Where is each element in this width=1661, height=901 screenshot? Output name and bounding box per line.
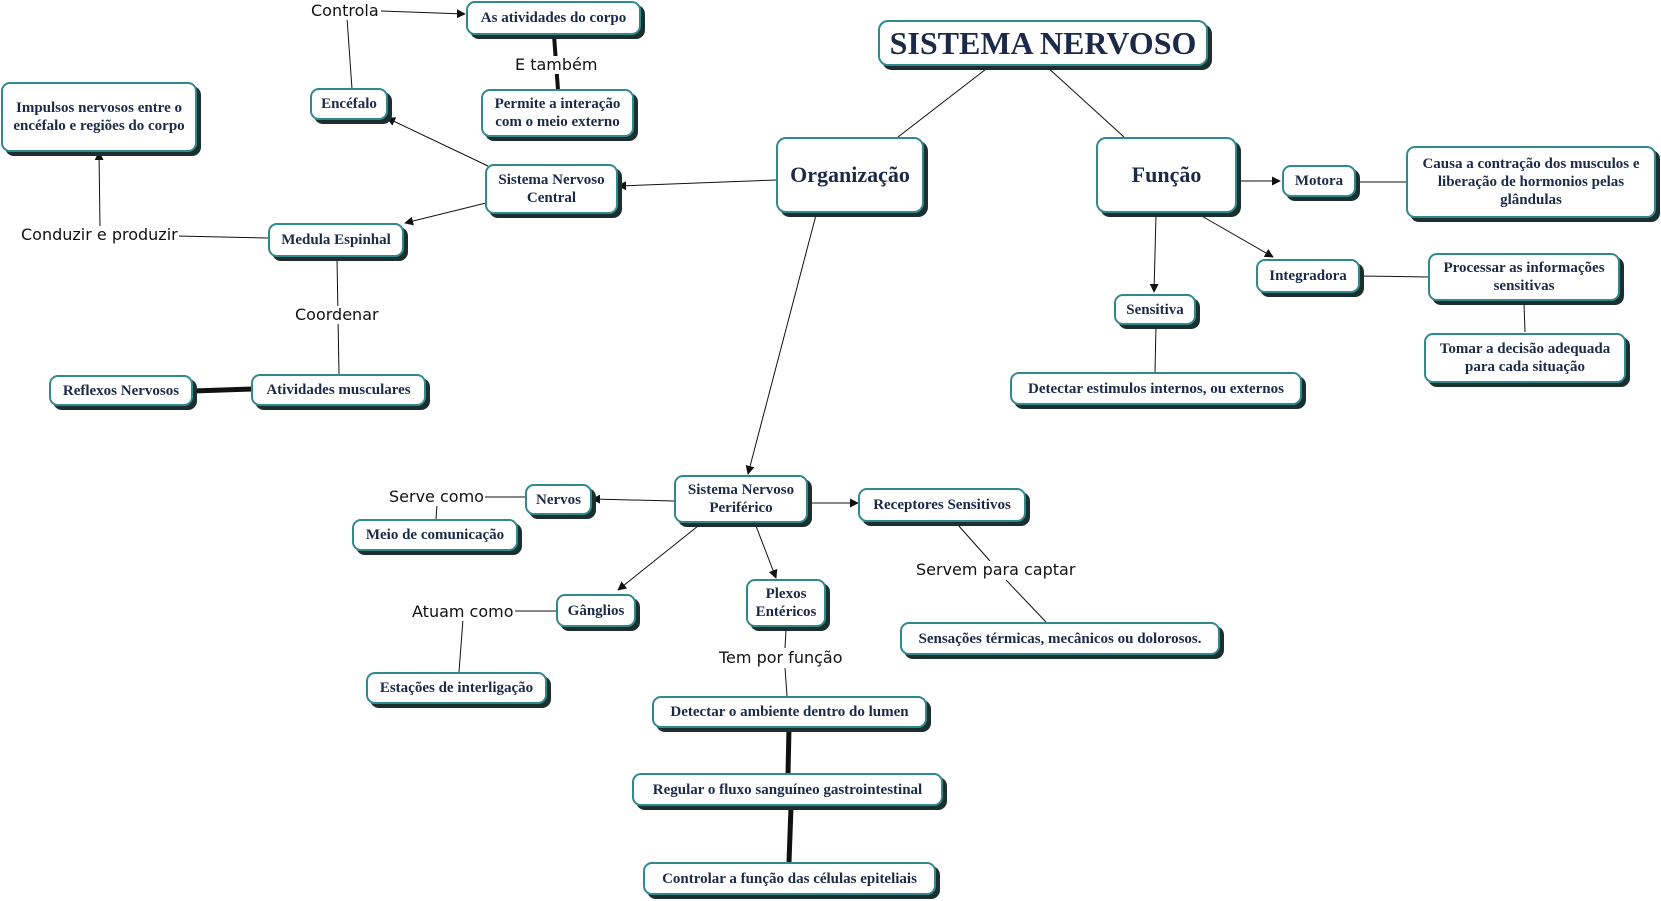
node-sensacoes[interactable]: Sensações térmicas, mecânicos ou doloros… <box>900 622 1220 655</box>
link-encefalo-controla <box>346 17 353 90</box>
node-medula[interactable]: Medula Espinhal <box>268 223 404 257</box>
node-encefalo[interactable]: Encéfalo <box>310 88 388 120</box>
node-plexos[interactable]: Plexos Entéricos <box>746 579 826 627</box>
link-organizacao-snc <box>617 179 777 191</box>
node-estacoes[interactable]: Estações de interligação <box>366 672 547 704</box>
link-snp-plexos <box>755 525 778 579</box>
node-ganglios[interactable]: Gânglios <box>556 594 636 627</box>
node-permite-interacao[interactable]: Permite a interação com o meio externo <box>481 89 634 137</box>
link-label-servem-para-captar: Servem para captar <box>915 560 1077 579</box>
link-label-serve-como: Serve como <box>388 487 485 506</box>
link-tem-detectar <box>784 667 788 697</box>
link-organizacao-snp <box>745 214 817 475</box>
node-reflexos[interactable]: Reflexos Nervosos <box>49 375 193 406</box>
link-plexos-tem <box>784 629 787 649</box>
node-controlar-celulas[interactable]: Controlar a função das células epiteliai… <box>643 862 936 895</box>
node-atividades-musculares[interactable]: Atividades musculares <box>251 374 426 406</box>
node-regular-fluxo[interactable]: Regular o fluxo sanguíneo gastrointestin… <box>632 773 943 806</box>
link-reflexos-atividades <box>192 386 253 394</box>
link-processar-tomar <box>1523 302 1526 333</box>
node-impulsos[interactable]: Impulsos nervosos entre o encéfalo e reg… <box>1 82 197 152</box>
node-nervos[interactable]: Nervos <box>525 484 592 515</box>
link-root-funcao <box>1045 65 1125 138</box>
link-serve-meio <box>435 504 438 520</box>
node-integradora[interactable]: Integradora <box>1256 259 1360 293</box>
node-snc[interactable]: Sistema Nervoso Central <box>485 164 618 214</box>
link-conduzir-impulsos <box>94 151 104 228</box>
node-sistema-nervoso[interactable]: SISTEMA NERVOSO <box>878 20 1208 66</box>
node-motora[interactable]: Motora <box>1282 165 1356 197</box>
link-snp-nervos <box>591 494 675 504</box>
link-label-atuam-como: Atuam como <box>411 602 515 621</box>
link-sensitiva-detectar <box>1154 324 1157 373</box>
node-processar[interactable]: Processar as informações sensitivas <box>1428 253 1620 301</box>
link-controla-atividades <box>380 9 466 19</box>
node-detectar-estimulos[interactable]: Detectar estimulos internos, ou externos <box>1010 372 1302 405</box>
link-funcao-integradora <box>1199 214 1274 258</box>
node-meio-comunicacao[interactable]: Meio de comunicação <box>352 519 518 551</box>
node-detectar-lumen[interactable]: Detectar o ambiente dentro do lumen <box>652 696 927 728</box>
link-snp-ganglios <box>617 525 699 591</box>
link-detectar-regular <box>785 727 792 775</box>
link-label-coordenar: Coordenar <box>294 305 380 324</box>
link-integradora-processar <box>1359 275 1429 278</box>
link-label-conduzir: Conduzir e produzir <box>20 225 179 244</box>
link-snc-encefalo <box>386 117 489 167</box>
node-organizacao[interactable]: Organização <box>776 137 924 213</box>
link-receptores-servem <box>957 524 991 562</box>
node-funcao[interactable]: Função <box>1096 137 1237 213</box>
link-snc-medula <box>404 202 487 226</box>
node-receptores[interactable]: Receptores Sensitivos <box>858 488 1026 522</box>
link-servem-sensacoes <box>1005 579 1047 623</box>
node-causa-contracao[interactable]: Causa a contração dos musculos e liberaç… <box>1406 146 1656 218</box>
node-atividades-corpo[interactable]: As atividades do corpo <box>466 1 641 35</box>
link-label-tem-por-funcao: Tem por função <box>718 648 844 667</box>
link-medula-conduzir <box>177 235 269 239</box>
link-label-e-tambem: E também <box>514 55 599 74</box>
link-root-organizacao <box>897 65 991 138</box>
link-regular-controlar <box>786 806 794 863</box>
node-tomar-decisao[interactable]: Tomar a decisão adequada para cada situa… <box>1424 333 1626 383</box>
node-snp[interactable]: Sistema Nervoso Periférico <box>674 475 808 523</box>
link-funcao-sensitiva <box>1149 214 1159 293</box>
link-label-controla: Controla <box>310 1 380 20</box>
node-sensitiva[interactable]: Sensitiva <box>1114 294 1196 325</box>
link-atuam-estacoes <box>458 618 464 673</box>
